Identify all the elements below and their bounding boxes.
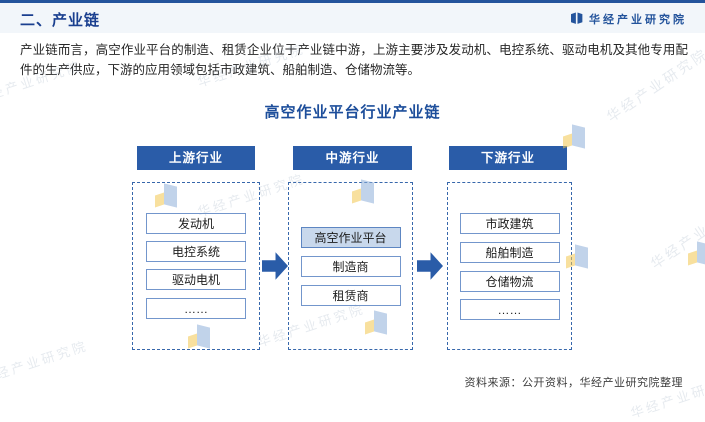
midstream-item-lessor: 租赁商 xyxy=(300,285,401,306)
brand-logo: 华经产业研究院 xyxy=(571,11,687,27)
intro-paragraph: 产业链而言，高空作业平台的制造、租赁企业位于产业链中游，上游主要涉及发动机、电控… xyxy=(20,43,688,77)
midstream-item-aerial-work-platform: 高空作业平台 xyxy=(300,227,401,248)
watermark-text: 华经产业研究院 xyxy=(647,192,705,272)
upstream-box: 发动机 电控系统 驱动电机 …… xyxy=(132,182,260,350)
header-band xyxy=(0,3,705,33)
source-note: 资料来源：公开资料，华经产业研究院整理 xyxy=(464,377,683,389)
upstream-header: 上游行业 xyxy=(137,146,255,170)
upstream-item-engine: 发动机 xyxy=(146,213,246,234)
upstream-item-electronic-control: 电控系统 xyxy=(146,241,246,262)
downstream-item-municipal-construction: 市政建筑 xyxy=(459,213,560,234)
watermark-logo-icon xyxy=(688,241,705,269)
arrow-right-icon xyxy=(417,252,443,280)
downstream-item-warehousing-logistics: 仓储物流 xyxy=(459,271,560,292)
arrow-right-icon xyxy=(262,252,288,280)
downstream-header: 下游行业 xyxy=(449,146,567,170)
midstream-box: 高空作业平台 制造商 租赁商 xyxy=(288,182,413,350)
huajing-logo-icon xyxy=(571,12,584,26)
downstream-box: 市政建筑 船舶制造 仓储物流 …… xyxy=(447,182,572,350)
upstream-item-ellipsis: …… xyxy=(146,298,246,319)
diagram-title: 高空作业平台行业产业链 xyxy=(264,104,441,121)
brand-name: 华经产业研究院 xyxy=(589,14,687,26)
top-accent-line xyxy=(0,0,705,3)
upstream-item-drive-motor: 驱动电机 xyxy=(146,269,246,290)
downstream-item-shipbuilding: 船舶制造 xyxy=(459,242,560,263)
midstream-header: 中游行业 xyxy=(293,146,412,170)
downstream-item-ellipsis: …… xyxy=(459,299,560,320)
section-title: 二、产业链 xyxy=(20,12,101,29)
midstream-item-manufacturer: 制造商 xyxy=(300,256,401,277)
watermark-text: 华经产业研究院 xyxy=(0,338,90,387)
